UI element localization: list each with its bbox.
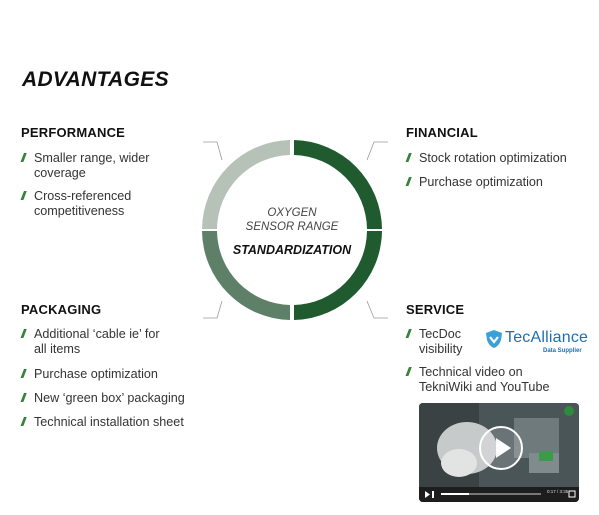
bullet-slash-icon: // xyxy=(21,415,25,429)
financial-title: FINANCIAL xyxy=(406,125,478,140)
connector-service xyxy=(366,300,388,319)
center-line-1: OXYGEN xyxy=(267,207,317,219)
connector-performance xyxy=(203,141,223,161)
packaging-title: PACKAGING xyxy=(21,302,102,317)
packaging-item-3: // New ‘green box’ packaging xyxy=(21,391,185,405)
bullet-slash-icon: // xyxy=(21,367,25,381)
financial-item-2: // Purchase optimization xyxy=(406,175,543,189)
bullet-slash-icon: // xyxy=(406,175,410,189)
bullet-slash-icon: // xyxy=(21,151,25,165)
connector-financial xyxy=(366,141,388,161)
performance-title: PERFORMANCE xyxy=(21,125,126,140)
standardization-label: STANDARDIZATION xyxy=(232,243,352,257)
packaging-item-4: // Technical installation sheet xyxy=(21,415,184,429)
ring-segment-financial xyxy=(294,140,382,229)
bullet-slash-icon: // xyxy=(406,151,410,165)
service-title: SERVICE xyxy=(406,302,465,317)
ring-segment-service xyxy=(294,231,382,320)
packaging-item-2: // Purchase optimization xyxy=(21,367,158,381)
bullet-slash-icon: // xyxy=(21,391,25,405)
tecalliance-logo: TecAlliance Data Supplier xyxy=(485,329,589,357)
performance-item-2: // Cross-referenced competitiveness xyxy=(21,189,132,218)
video-time: 0:17 / 3:35 xyxy=(547,489,569,494)
bullet-slash-icon: // xyxy=(21,189,25,203)
service-item-1: // TecDoc visibility xyxy=(406,327,463,356)
logo-subtitle: Data Supplier xyxy=(543,348,582,354)
bullet-slash-icon: // xyxy=(406,365,410,379)
connector-packaging xyxy=(203,300,223,319)
play-triangle xyxy=(496,438,511,458)
ring-segment-packaging xyxy=(202,231,290,320)
ring-segment-performance xyxy=(202,140,290,229)
video-thumbnail xyxy=(419,403,579,502)
service-item-2: // Technical video on TekniWiki and YouT… xyxy=(406,365,550,394)
performance-item-1: // Smaller range, wider coverage xyxy=(21,151,150,180)
shield-icon xyxy=(486,330,502,348)
financial-item-1: // Stock rotation optimization xyxy=(406,151,567,165)
bullet-slash-icon: // xyxy=(21,327,25,341)
logo-name: TecAlliance xyxy=(505,329,589,346)
center-label: OXYGEN SENSOR RANGE xyxy=(192,206,392,234)
center-line-2: SENSOR RANGE xyxy=(245,221,339,233)
packaging-item-1: // Additional ‘cable ie’ for all items xyxy=(21,327,160,356)
advantages-title: ADVANTAGES xyxy=(22,68,169,91)
bullet-slash-icon: // xyxy=(406,327,410,341)
video-player[interactable]: 0:17 / 3:35 xyxy=(419,403,579,502)
